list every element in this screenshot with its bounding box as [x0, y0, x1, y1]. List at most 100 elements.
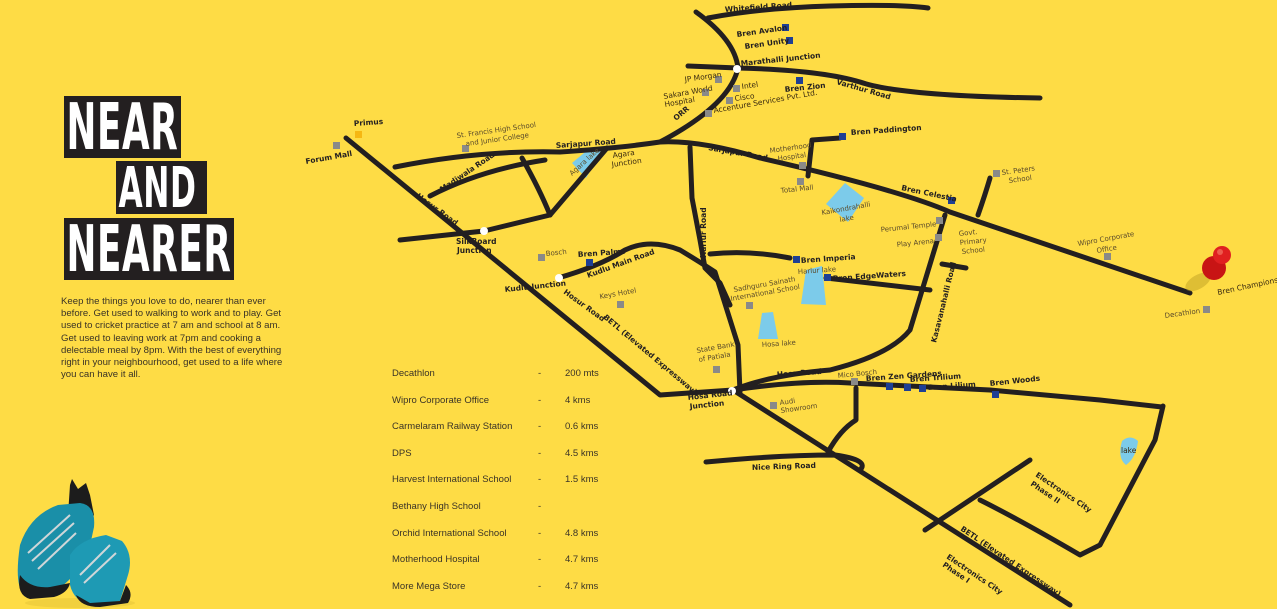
- climbing-shoes-illustration: [17, 479, 135, 608]
- kudlu-junction-dot: [555, 274, 563, 282]
- bren-imperia-label: Bren Imperia: [801, 252, 856, 265]
- bren-palms-marker: [586, 259, 593, 266]
- title-and: AND: [116, 161, 207, 217]
- play-arena-marker: [935, 234, 942, 241]
- wipro-label-2: Office: [1096, 244, 1118, 255]
- play-arena-label: Play Arena: [896, 237, 934, 249]
- ec-lake-label: lake: [1121, 446, 1137, 455]
- kaikondrahalli-label-2: lake: [839, 214, 855, 224]
- govt-school-label-3: School: [961, 246, 985, 256]
- title-nearer: NEARER: [64, 218, 234, 282]
- distance-row: Motherhood Hospital-4.7 kms: [392, 554, 599, 566]
- bren-zion-label: Bren Zion: [784, 81, 826, 94]
- bren-trilium-label: Bren Trilium: [910, 371, 962, 384]
- bren-paddington-marker: [839, 133, 846, 140]
- kasavanahalli-road-label: Kasavanahalli Road: [929, 261, 958, 344]
- motherhood-label-2: Hospital: [777, 151, 806, 163]
- kaikondrahalli-lake: [826, 183, 864, 222]
- wipro-office-marker: [1104, 253, 1111, 260]
- roads: [343, 2, 1193, 608]
- intel-label: Intel: [741, 80, 759, 91]
- bren-champions-label: Bren Champions: [1217, 275, 1277, 297]
- bren-lilium-marker: [919, 385, 926, 392]
- ec-lake: [1120, 437, 1138, 465]
- decathlon-marker: [1203, 306, 1210, 313]
- distance-row: More Mega Store-4.7 kms: [392, 580, 599, 592]
- mico-bosch-marker: [851, 378, 858, 385]
- harlur-road-label: Harlur Road: [699, 207, 708, 258]
- bosch-marker: [538, 254, 545, 261]
- bren-avalon-marker: [782, 24, 789, 31]
- bren-zen-gardens-marker: [886, 383, 893, 390]
- distance-row: Carmelaram Railway Station-0.6 kms: [392, 421, 599, 433]
- govt-school-label-2: Primary: [959, 236, 987, 247]
- st-peters-label-2: School: [1008, 174, 1032, 185]
- primus-label: Primus: [354, 117, 384, 128]
- marathalli-junction-dot: [733, 65, 741, 73]
- bren-paddington-label: Bren Paddington: [851, 123, 922, 137]
- distance-row: Wipro Corporate Office-4 kms: [392, 394, 591, 406]
- intel-marker: [733, 85, 740, 92]
- sakara-world-marker: [702, 89, 709, 96]
- intro-paragraph: Keep the things you love to do, nearer t…: [61, 296, 283, 381]
- silkboard-label-2: Junction: [456, 246, 492, 255]
- bren-woods-marker: [992, 391, 999, 398]
- distance-table: Decathlon-200 mts Wipro Corporate Office…: [392, 366, 612, 605]
- bren-celestia-label: Bren Celestia: [901, 183, 958, 204]
- marathalli-junction-label: Marathalli Junction: [740, 51, 821, 68]
- forum-mall-marker: [333, 142, 340, 149]
- harlur-lake-label: Harlur lake: [798, 265, 837, 276]
- pushpin-icon: [1185, 246, 1231, 292]
- hosa-lake: [758, 312, 778, 339]
- agara-label: Agara: [612, 148, 635, 160]
- hosa-road-junction-dot: [728, 387, 736, 395]
- bren-palms-label: Bren Palms: [578, 247, 627, 259]
- bren-unity-label: Bren Unity: [744, 36, 790, 51]
- agara-lake: [572, 148, 602, 178]
- betl-label: BETL (Elevated Expressway): [602, 313, 699, 397]
- perumal-temple-marker: [936, 217, 943, 224]
- hosur-road-label: Hosur Road: [415, 191, 460, 227]
- hosa-lake-label: Hosa lake: [762, 339, 797, 349]
- keys-hotel-marker: [617, 301, 624, 308]
- nice-ring-road-label: Nice Ring Road: [752, 461, 816, 472]
- bren-lilium-label: Bren Lilium: [928, 380, 977, 392]
- total-mall-label: Total Mall: [779, 184, 813, 195]
- bren-celestia-marker: [948, 197, 955, 204]
- sarjapur-road-label-east: Sarjapur Road: [708, 143, 769, 162]
- cisco-marker: [726, 97, 733, 104]
- motherhood-hospital-marker: [799, 162, 806, 169]
- cisco-label: Cisco: [734, 91, 755, 103]
- bren-zion-marker: [796, 77, 803, 84]
- forum-mall-label: Forum Mall: [305, 149, 353, 166]
- distance-row: Bethany High School-: [392, 500, 542, 512]
- hosa-road-label: Hosa Road: [777, 367, 822, 379]
- distance-row: DPS-4.5 kms: [392, 447, 599, 459]
- perumal-temple-label: Perumal Temple: [880, 220, 936, 234]
- bren-unity-marker: [786, 37, 793, 44]
- keys-hotel-label: Keys Hotel: [599, 287, 637, 301]
- distance-row: Orchid International School-4.8 kms: [392, 527, 599, 539]
- sbp-marker: [713, 366, 720, 373]
- distance-row: Decathlon-200 mts: [392, 368, 599, 379]
- bren-trilium-marker: [904, 384, 911, 391]
- harlur-lake: [801, 266, 826, 305]
- primus-marker: [355, 131, 362, 138]
- bren-woods-label: Bren Woods: [989, 374, 1041, 388]
- audi-label: Audi: [779, 397, 796, 407]
- bren-imperia-marker: [793, 256, 800, 263]
- silkboard-junction-dot: [480, 227, 488, 235]
- bren-edgewaters-marker: [824, 274, 831, 281]
- bosch-label: Bosch: [545, 248, 567, 258]
- hosa-road-junction-label-2: Junction: [688, 398, 724, 411]
- sadhguru-school-marker: [746, 302, 753, 309]
- total-mall-marker: [797, 178, 804, 185]
- st-peters-school-marker: [993, 170, 1000, 177]
- st-francis-marker: [462, 145, 469, 152]
- sarjapur-road-label: Sarjapur Road: [556, 137, 617, 150]
- audi-showroom-marker: [770, 402, 777, 409]
- agara-label-2: Junction: [610, 156, 642, 169]
- title-near: NEAR: [64, 96, 181, 160]
- accenture-marker: [705, 110, 712, 117]
